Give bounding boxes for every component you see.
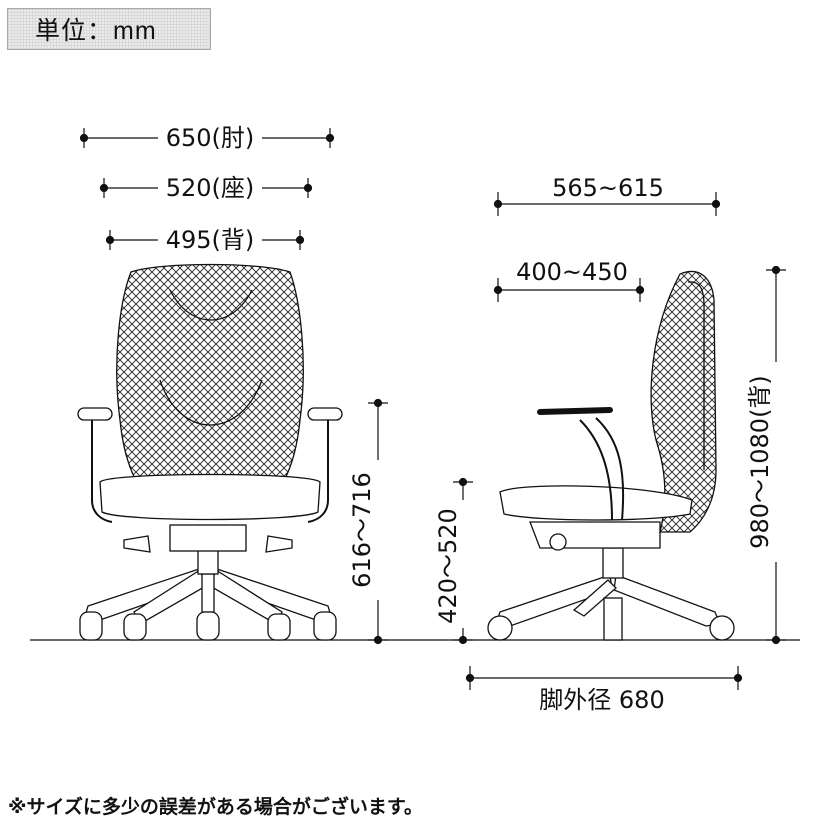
dim-seat-width-label: 520(座) [166, 174, 255, 202]
unit-label: 単位：mm [35, 17, 157, 45]
unit-box: 単位：mm [7, 8, 211, 50]
dim-armrest-label: 650(肘) [166, 124, 255, 152]
side-view-chair [487, 270, 735, 641]
dim-overall-depth-label: 565~615 [552, 174, 664, 202]
dim-base-diameter-label: 脚外径 680 [539, 686, 664, 714]
front-view-chair [77, 263, 343, 641]
dim-arm-height-label: 616〜716 [348, 472, 376, 588]
side-dimension-lines [453, 192, 786, 690]
footnote: ※サイズに多少の誤差がある場合がございます。 [8, 796, 424, 818]
dim-back-width-label: 495(背) [166, 226, 255, 254]
dim-seat-height-label: 420〜520 [434, 508, 462, 624]
dim-seat-depth-label: 400~450 [516, 258, 628, 286]
front-dimension-lines [79, 128, 388, 645]
dim-total-height-label: 980〜1080(背) [746, 375, 774, 549]
